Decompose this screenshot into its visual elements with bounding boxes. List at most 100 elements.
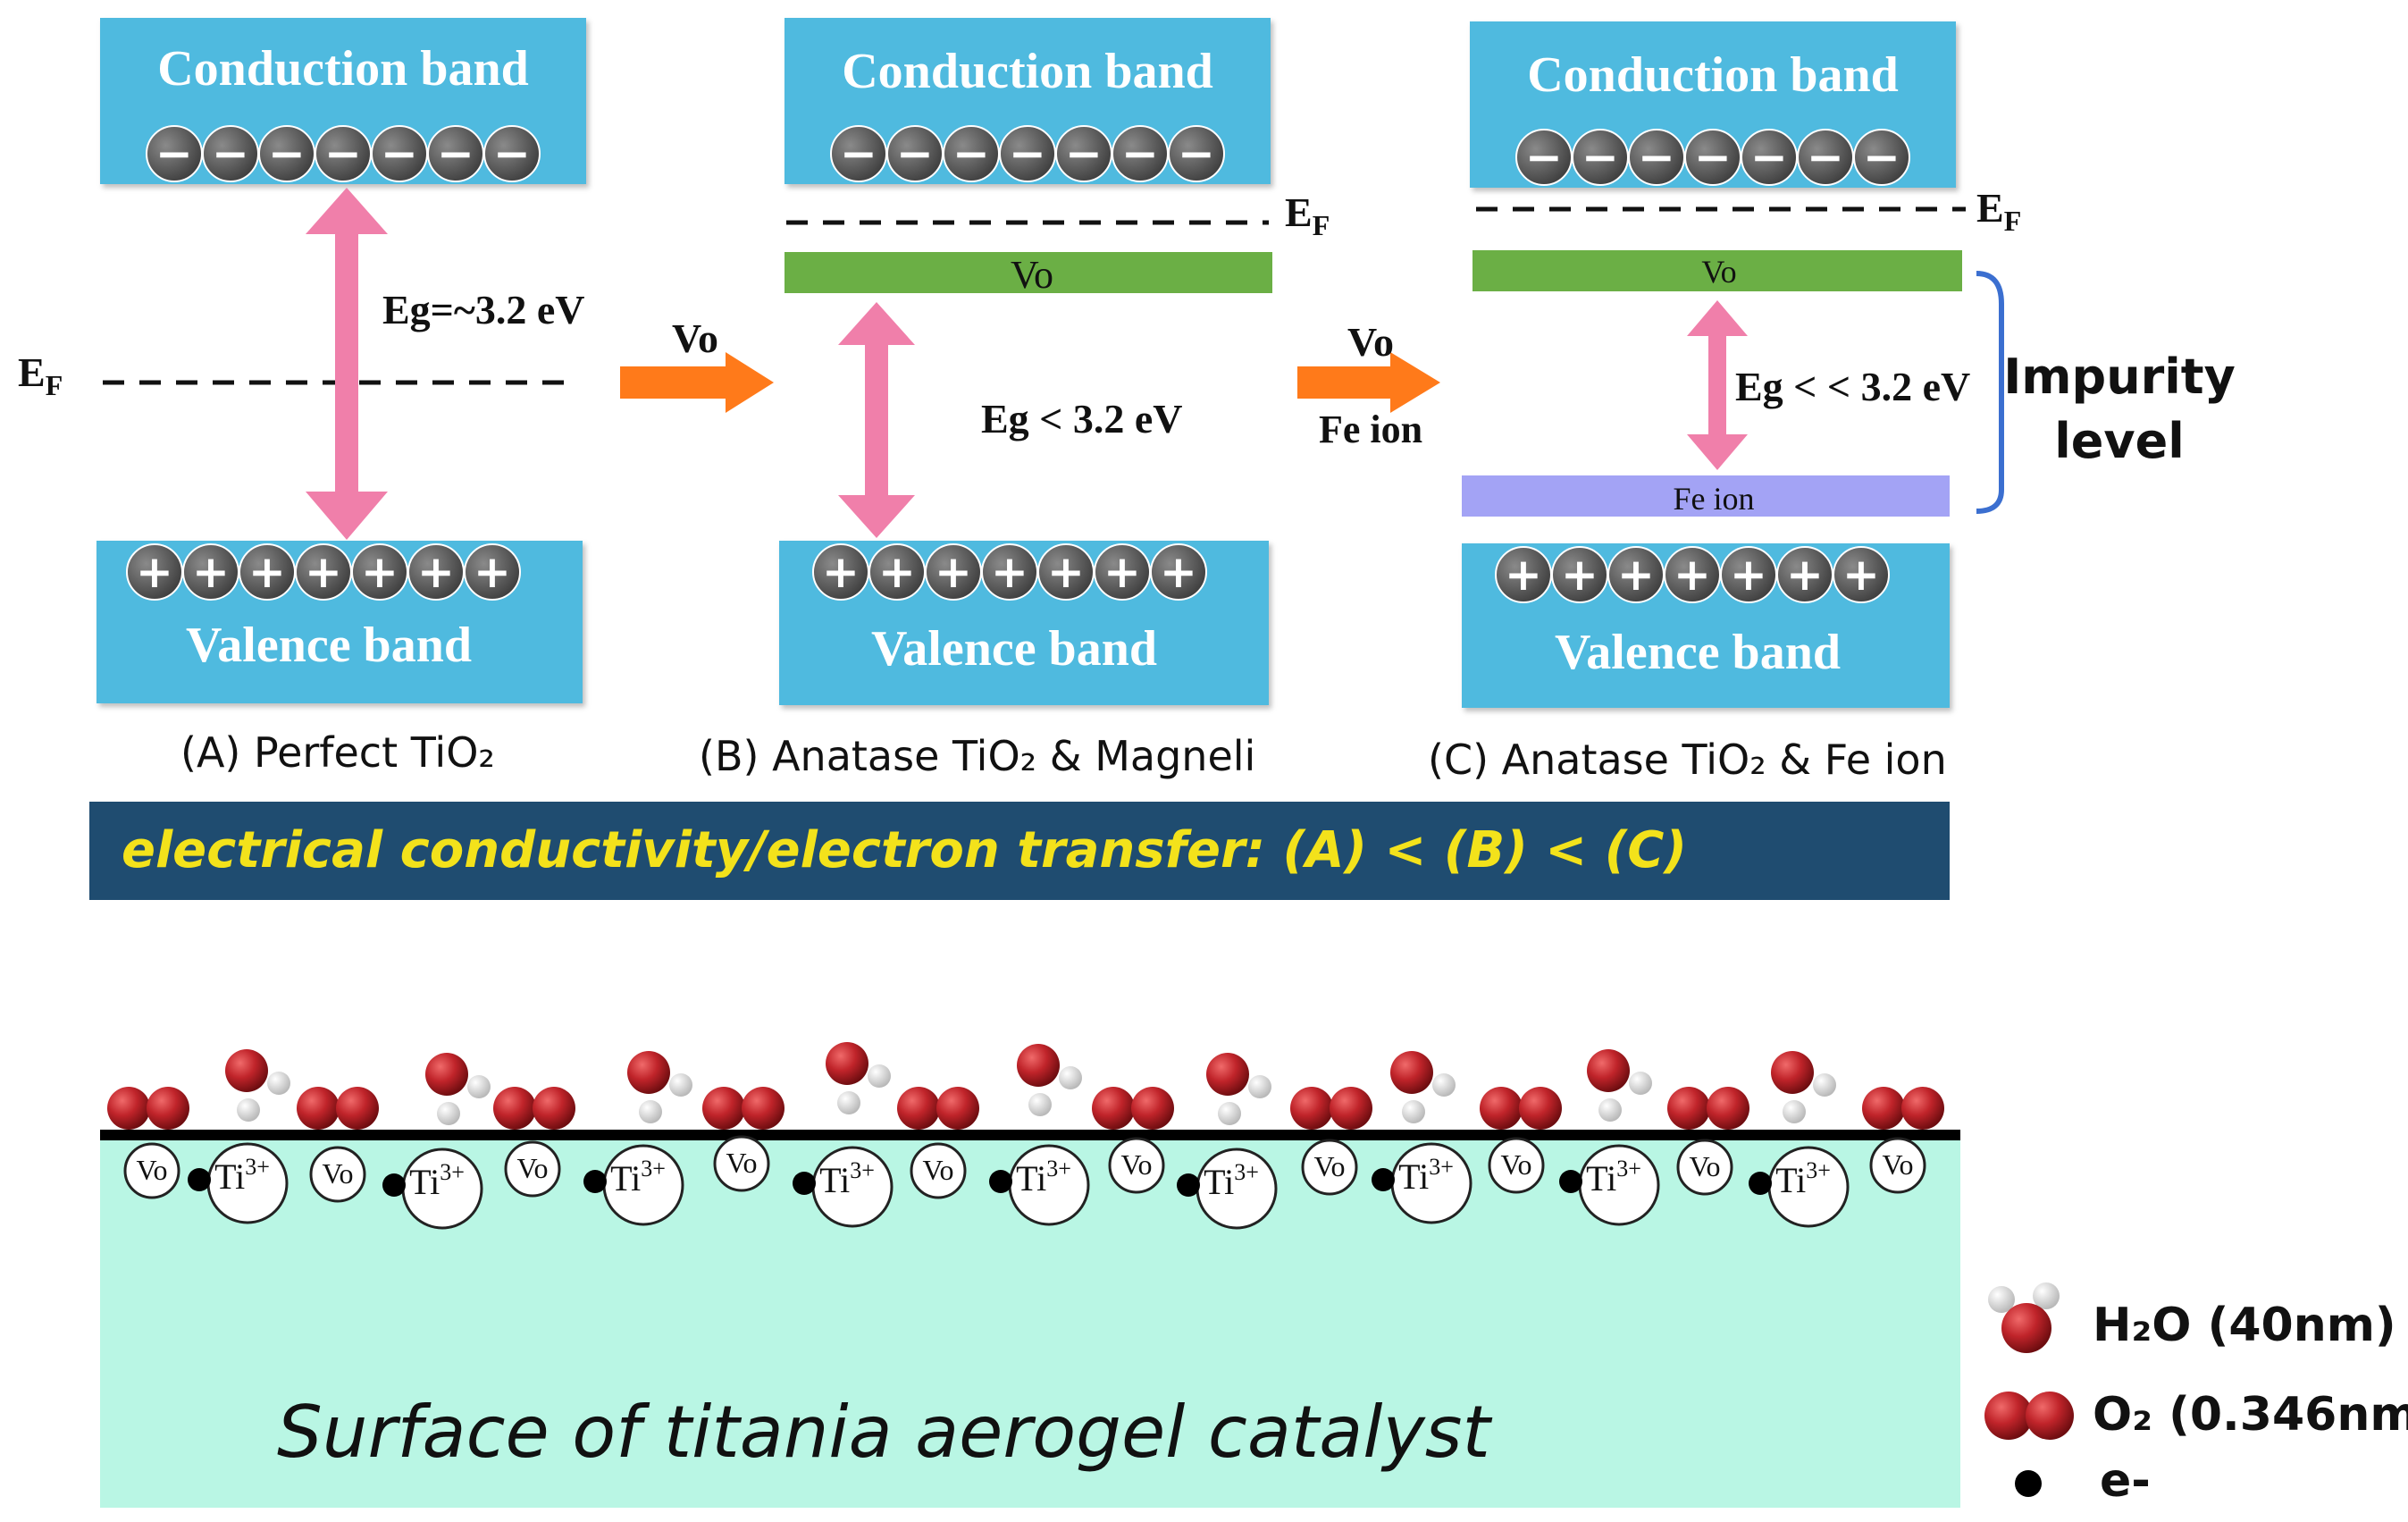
svg-text:+: + <box>1103 546 1141 598</box>
svg-text:+: + <box>1505 549 1542 601</box>
svg-text:−: − <box>1863 131 1900 183</box>
panel-a-caption: (A) Perfect TiO₂ <box>180 728 495 777</box>
svg-text:−: − <box>324 128 362 180</box>
svg-text:−: − <box>1121 128 1159 180</box>
panel-a: Conduction band −−−−−−− +++++++ Valence … <box>18 18 586 777</box>
svg-text:Vo: Vo <box>1501 1148 1532 1181</box>
oxygen-vacancy-site: Vo <box>1869 1137 1926 1194</box>
bandgap-arrow-a <box>306 188 388 540</box>
svg-text:+: + <box>1160 546 1197 598</box>
oxygen-vacancy-site: Vo <box>309 1146 366 1203</box>
hole-ball: + <box>1094 543 1151 601</box>
electrons-a: −−−−−−− <box>146 125 541 182</box>
svg-text:+: + <box>305 546 342 598</box>
svg-text:+: + <box>248 546 286 598</box>
fe-ion-level-c <box>1462 475 1950 517</box>
hole-ball: + <box>1495 546 1552 603</box>
surface-electron <box>793 1172 816 1195</box>
svg-text:+: + <box>136 546 173 598</box>
bandgap-arrow-b <box>838 302 915 538</box>
valence-band-c-label: Valence band <box>1555 625 1841 680</box>
svg-text:Vo: Vo <box>517 1152 549 1184</box>
o2-molecule <box>1862 1087 1944 1130</box>
o2-molecule <box>107 1087 189 1130</box>
ti3-site: Ti3+ <box>1390 1142 1472 1224</box>
svg-text:Vo: Vo <box>323 1157 354 1190</box>
electron-ball: − <box>202 125 259 182</box>
hole-ball: + <box>925 543 982 601</box>
oxygen-vacancy-site: Vo <box>504 1140 561 1198</box>
ti3-site: Ti3+ <box>1196 1148 1278 1230</box>
oxygen-vacancy-site: Vo <box>1488 1137 1545 1194</box>
o2-molecule <box>1290 1087 1372 1130</box>
hole-ball: + <box>182 543 239 601</box>
svg-text:+: + <box>1674 549 1711 601</box>
hole-ball: + <box>1037 543 1095 601</box>
hole-ball: + <box>1720 546 1777 603</box>
hole-ball: + <box>868 543 926 601</box>
panel-b: Conduction band −−−−−−− EF Vo Eg < 3.2 e… <box>699 18 1330 780</box>
legend-o2-label: O₂ (0.346nm) <box>2093 1388 2408 1442</box>
panel-c: Conduction band −−−−−−− EF Vo Eg < < 3.2… <box>1428 21 2236 784</box>
vo-level-c-label: Vo <box>1701 254 1736 290</box>
hole-ball: + <box>1551 546 1608 603</box>
panel-b-caption: (B) Anatase TiO₂ & Magneli <box>699 732 1255 780</box>
electron-ball: − <box>1853 129 1910 186</box>
svg-text:+: + <box>361 546 399 598</box>
h2o-molecule <box>1017 1044 1082 1116</box>
hole-ball: + <box>351 543 408 601</box>
legend: H₂O (40nm) O₂ (0.346nm) e- <box>1984 1282 2408 1508</box>
svg-text:−: − <box>1638 131 1675 183</box>
oxygen-vacancy-site: Vo <box>910 1142 967 1199</box>
svg-text:Vo: Vo <box>1883 1148 1914 1181</box>
adsorbed-molecules <box>107 1042 1944 1130</box>
svg-text:−: − <box>896 128 934 180</box>
electron-ball: − <box>1741 129 1798 186</box>
conduction-band-c-label: Conduction band <box>1527 47 1899 103</box>
panel-c-caption: (C) Anatase TiO₂ & Fe ion <box>1428 736 1947 784</box>
svg-text:Vo: Vo <box>923 1154 954 1186</box>
transition-arrow-1 <box>620 352 774 413</box>
electron-ball: − <box>830 125 887 182</box>
svg-text:+: + <box>1730 549 1767 601</box>
ti3-site: Ti3+ <box>1578 1144 1660 1226</box>
electron-ball: − <box>1572 129 1629 186</box>
vo-level-b <box>784 252 1272 293</box>
svg-text:−: − <box>493 128 531 180</box>
ti3-site: Ti3+ <box>811 1146 894 1228</box>
svg-text:+: + <box>1786 549 1824 601</box>
hole-ball: + <box>464 543 521 601</box>
vo-level-b-label: Vo <box>1011 253 1053 297</box>
legend-electron-icon <box>2015 1470 2042 1497</box>
svg-text:−: − <box>155 128 193 180</box>
surface-electron <box>188 1168 211 1191</box>
o2-molecule <box>1480 1087 1562 1130</box>
electron-ball: − <box>483 125 541 182</box>
h2o-molecule <box>1206 1053 1271 1125</box>
svg-text:+: + <box>935 546 972 598</box>
o2-molecule <box>297 1087 379 1130</box>
legend-electron-label: e- <box>2100 1454 2151 1508</box>
svg-text:−: − <box>1525 131 1563 183</box>
svg-text:+: + <box>822 546 860 598</box>
hole-ball: + <box>126 543 183 601</box>
surface-electron <box>989 1170 1012 1193</box>
h2o-molecule <box>425 1053 491 1125</box>
ti3-site: Ti3+ <box>206 1142 289 1224</box>
valence-band-b-label: Valence band <box>871 621 1157 677</box>
oxygen-vacancy-site: Vo <box>1108 1137 1165 1194</box>
transition-arrow-2 <box>1297 352 1440 413</box>
svg-text:−: − <box>268 128 306 180</box>
transition-arrow-1-label: Vo <box>672 315 718 361</box>
ti3-site: Ti3+ <box>1008 1144 1090 1226</box>
svg-text:Ti3+: Ti3+ <box>1586 1156 1641 1198</box>
svg-text:+: + <box>1561 549 1598 601</box>
electron-ball: − <box>999 125 1056 182</box>
svg-text:−: − <box>1009 128 1046 180</box>
svg-text:Vo: Vo <box>1690 1150 1721 1182</box>
h2o-molecule <box>1587 1049 1652 1122</box>
svg-text:−: − <box>1582 131 1619 183</box>
svg-text:+: + <box>1617 549 1655 601</box>
